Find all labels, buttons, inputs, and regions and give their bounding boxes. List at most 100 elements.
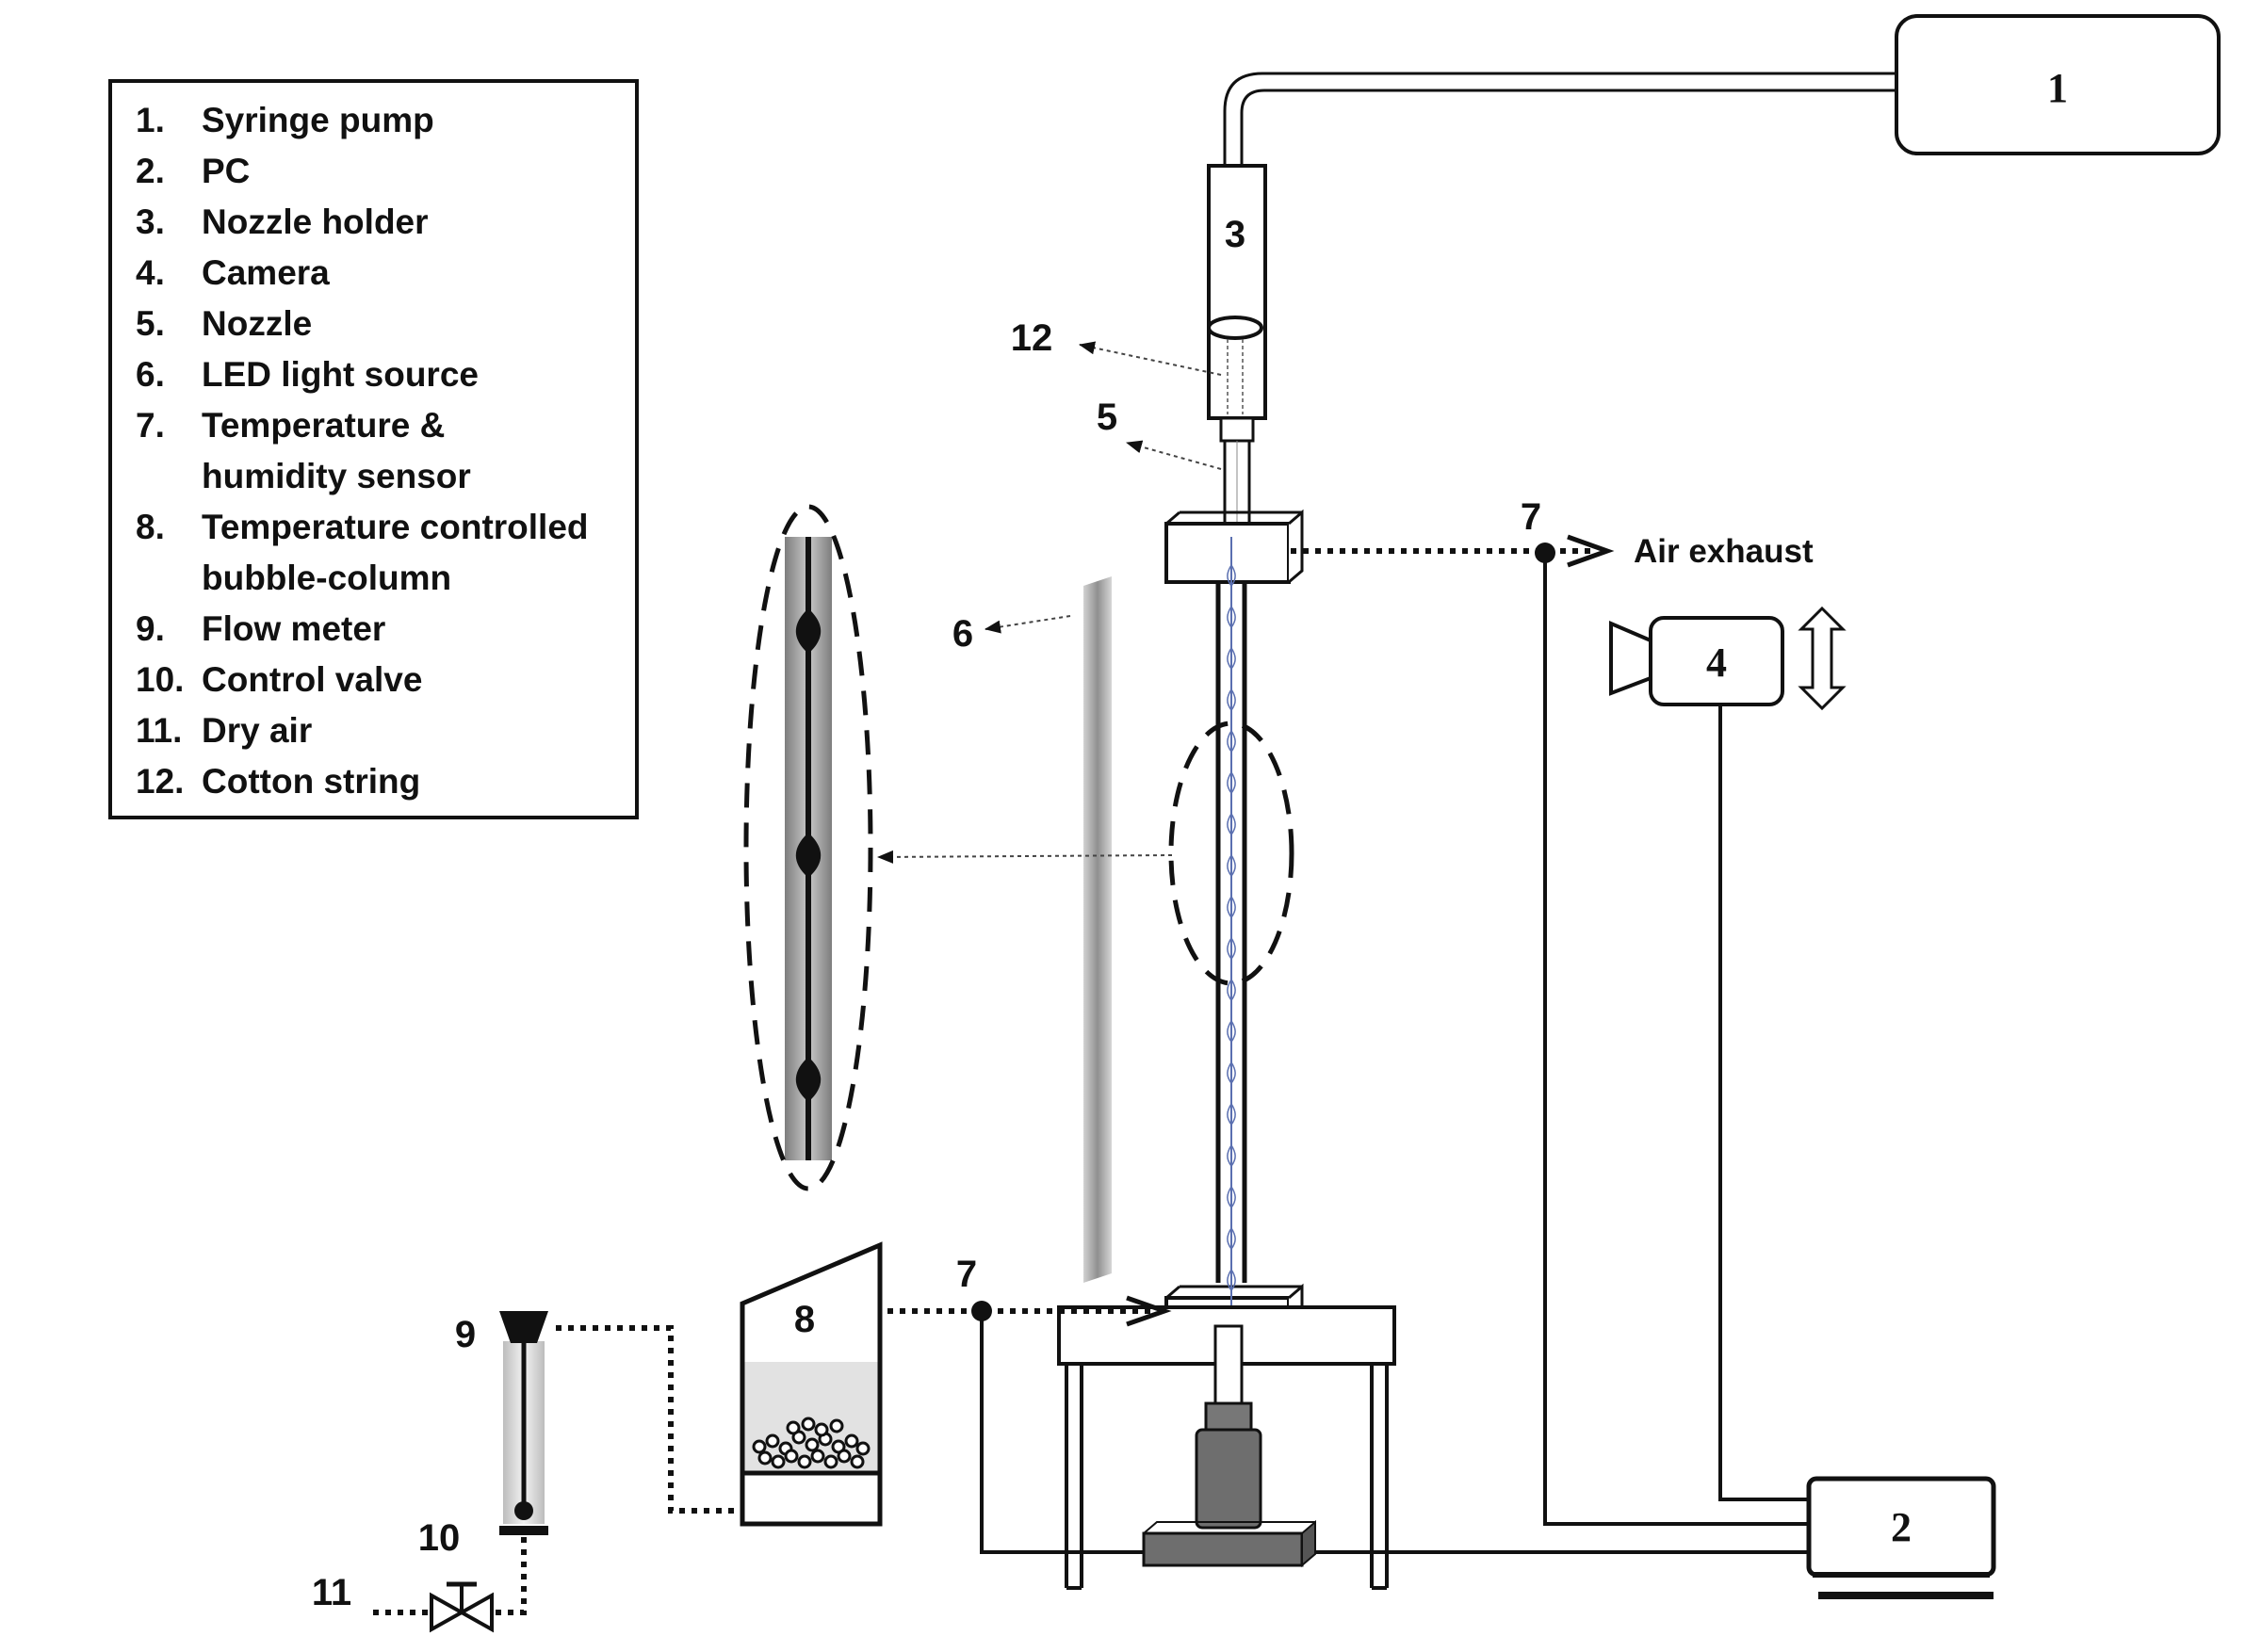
- flow-meter: 9: [455, 1311, 548, 1535]
- string-bead: [1227, 1143, 1236, 1168]
- string-bead: [1227, 1268, 1236, 1292]
- bubble: [771, 1454, 786, 1469]
- bubble: [855, 1441, 871, 1456]
- string-bead: [1227, 688, 1236, 712]
- string-bead: [1227, 812, 1236, 836]
- bubble-column: 8: [740, 1241, 883, 1527]
- bubble: [814, 1422, 829, 1437]
- inlet-line: 7: [887, 1254, 1172, 1327]
- bubble: [810, 1449, 825, 1464]
- legend-item-label: Cotton string: [202, 762, 420, 801]
- bubble: [765, 1433, 780, 1449]
- legend-item-number: 1.: [136, 101, 165, 139]
- bubble: [823, 1454, 838, 1469]
- legend-item-label: Temperature &: [202, 406, 445, 445]
- string-bead: [1227, 1185, 1236, 1209]
- cotton-string-callout: 12: [1011, 317, 1222, 376]
- bubbles: [752, 1417, 871, 1469]
- string-bead: [1227, 1019, 1236, 1044]
- bubble: [784, 1449, 799, 1464]
- legend-box: [108, 79, 639, 819]
- legend-item-label: LED light source: [202, 355, 479, 394]
- bubble: [837, 1449, 852, 1464]
- camera-label: 4: [1706, 640, 1727, 686]
- bottom-sensor-dot: [971, 1301, 992, 1321]
- zoom-inset: [743, 504, 1294, 1191]
- string-bead: [1227, 729, 1236, 753]
- legend-item-label: Camera: [202, 253, 330, 292]
- bottom-sensor-label: 7: [956, 1254, 977, 1295]
- legend-item-label: Dry air: [202, 711, 312, 750]
- nozzle-holder: 3: [1207, 164, 1267, 443]
- string-bead: [1227, 1226, 1236, 1251]
- legend-item-label: Nozzle: [202, 304, 312, 343]
- control-valve-label: 10: [418, 1517, 461, 1559]
- bubble: [797, 1454, 812, 1469]
- supply-tube: [1223, 72, 1896, 168]
- bubble: [757, 1450, 773, 1466]
- legend-item-label: Temperature controlled: [202, 508, 589, 546]
- nozzle: [1223, 439, 1251, 537]
- legend-item-number: 4.: [136, 253, 165, 292]
- pc: 2: [1806, 1476, 1996, 1599]
- pc-label: 2: [1891, 1504, 1912, 1550]
- bubble-column-label: 8: [794, 1299, 815, 1340]
- bubble: [786, 1420, 801, 1435]
- bubble: [752, 1439, 767, 1454]
- string-bead: [1227, 1061, 1236, 1085]
- legend-item-number: 5.: [136, 304, 165, 343]
- legend-item-number: 10.: [136, 660, 184, 699]
- string-bead: [1227, 895, 1236, 919]
- string-bead: [1227, 1102, 1236, 1126]
- pc-cables: [980, 556, 1809, 1554]
- string-bead: [1227, 853, 1236, 878]
- legend-item-label: humidity sensor: [202, 457, 471, 495]
- legend-item-number: 6.: [136, 355, 165, 394]
- string-bead: [1227, 936, 1236, 961]
- camera-movement-arrow-icon: [1798, 606, 1847, 711]
- legend-item-label: Syringe pump: [202, 101, 434, 139]
- legend-item-number: 8.: [136, 508, 165, 546]
- flow-meter-label: 9: [455, 1314, 476, 1355]
- string-bead: [1227, 605, 1236, 629]
- dry-air-label: 11: [312, 1572, 351, 1613]
- control-valve: 10: [418, 1517, 494, 1633]
- legend-item-number: 7.: [136, 406, 165, 445]
- nozzle-callout: 5: [1097, 397, 1222, 470]
- legend-item-label: Control valve: [202, 660, 422, 699]
- legend-item-label: Nozzle holder: [202, 202, 429, 241]
- led-label: 6: [952, 613, 973, 655]
- camera: 4: [1609, 606, 1847, 711]
- bubble: [805, 1437, 820, 1452]
- air-exhaust-label: Air exhaust: [1634, 533, 1814, 570]
- valve-to-flowmeter-line: [490, 1537, 527, 1615]
- string-bead: [1227, 978, 1236, 1002]
- legend-item-number: 2.: [136, 152, 165, 190]
- legend-item-number: 12.: [136, 762, 184, 801]
- nozzle-holder-label: 3: [1225, 214, 1245, 255]
- legend-item-label: Flow meter: [202, 609, 385, 648]
- legend-item-label: bubble-column: [202, 559, 451, 597]
- collector-base: [1142, 1324, 1316, 1568]
- legend-item-number: 11.: [136, 711, 182, 750]
- top-sensor-label: 7: [1521, 496, 1541, 538]
- bubble: [850, 1454, 865, 1469]
- string-bead: [1227, 563, 1236, 588]
- column: [1164, 509, 1304, 1347]
- led-light-source: 6: [952, 576, 1112, 1283]
- top-sensor-dot: [1535, 543, 1555, 563]
- bubble: [844, 1433, 859, 1449]
- nozzle-label: 5: [1097, 397, 1117, 438]
- bubble: [829, 1418, 844, 1433]
- syringe-pump-label: 1: [2047, 65, 2068, 111]
- flowmeter-to-column-line: [556, 1325, 742, 1514]
- string-bead: [1227, 646, 1236, 671]
- cotton-string-label: 12: [1011, 317, 1053, 359]
- cotton-string: [1227, 537, 1236, 1334]
- legend-item-number: 9.: [136, 609, 165, 648]
- dry-air-inlet: 11: [312, 1572, 430, 1615]
- exhaust-line: 7 Air exhaust: [1291, 496, 1814, 570]
